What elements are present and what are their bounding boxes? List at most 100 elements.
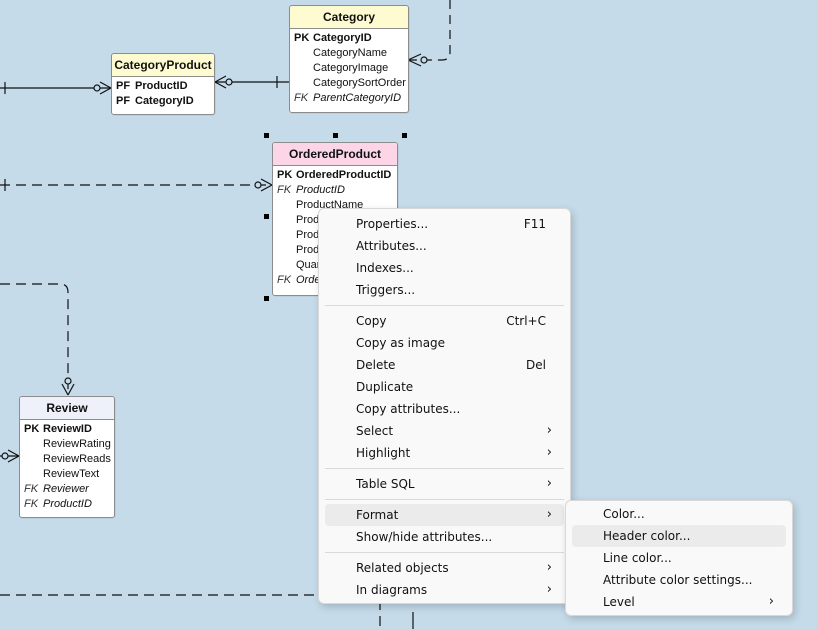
key-marker: FK	[277, 184, 292, 196]
submenu-item-line-color[interactable]: Line color...	[572, 547, 786, 569]
attribute-name: ReviewText	[43, 468, 100, 480]
menu-item-label: Show/hide attributes...	[356, 530, 493, 544]
attribute-row[interactable]: ReviewText	[20, 467, 114, 482]
attribute-row[interactable]: Prod	[273, 213, 397, 228]
selection-handle[interactable]	[333, 133, 338, 138]
attribute-name: ReviewRating	[43, 438, 111, 450]
menu-item-copy-as-image[interactable]: Copy as image	[325, 332, 564, 354]
menu-item-format[interactable]: Format›	[325, 504, 564, 526]
submenu-item-attribute-color-settings[interactable]: Attribute color settings...	[572, 569, 786, 591]
menu-item-show-hide-attributes[interactable]: Show/hide attributes...	[325, 526, 564, 548]
attribute-name: CategoryID	[135, 95, 194, 107]
key-marker: PK	[24, 423, 40, 435]
menu-item-table-sql[interactable]: Table SQL›	[325, 473, 564, 495]
attribute-row[interactable]: CategoryImage	[290, 61, 408, 76]
attribute-name: Orde	[296, 274, 321, 286]
menu-separator	[325, 499, 564, 500]
attribute-name: CategoryImage	[313, 62, 389, 74]
attribute-row[interactable]: ReviewRating	[20, 437, 114, 452]
menu-item-in-diagrams[interactable]: In diagrams ›	[325, 579, 564, 601]
selection-handle[interactable]	[264, 296, 269, 301]
attribute-name: Prod	[296, 229, 320, 241]
attribute-row[interactable]: FK Orde	[273, 273, 397, 288]
menu-item-label: Duplicate	[356, 380, 414, 394]
menu-separator	[325, 552, 564, 553]
key-marker: FK	[294, 92, 309, 104]
attribute-row[interactable]: PF CategoryID	[112, 94, 214, 109]
menu-item-label: Properties...	[356, 217, 429, 231]
key-marker: FK	[277, 274, 292, 286]
attribute-row[interactable]: CategorySortOrder	[290, 76, 408, 91]
menu-separator	[325, 305, 564, 306]
attribute-name: ProductID	[43, 498, 92, 510]
chevron-right-icon: ›	[768, 594, 774, 609]
menu-item-indexes[interactable]: Indexes...	[325, 257, 564, 279]
attribute-name: Reviewer	[43, 483, 89, 495]
attribute-name: CategoryID	[313, 32, 372, 44]
attribute-name: ReviewID	[43, 423, 92, 435]
key-marker: PF	[116, 95, 131, 107]
attribute-row[interactable]: CategoryName	[290, 46, 408, 61]
submenu-item-color[interactable]: Color...	[572, 503, 786, 525]
attribute-row[interactable]: Prod	[273, 243, 397, 258]
selection-handle[interactable]	[264, 133, 269, 138]
menu-item-label: Table SQL	[356, 477, 415, 491]
menu-item-label: Highlight	[356, 446, 411, 460]
menu-item-shortcut: F11	[523, 217, 546, 231]
menu-item-highlight[interactable]: Highlight ›	[325, 442, 564, 464]
menu-item-label: Header color...	[603, 529, 691, 543]
menu-item-properties[interactable]: Properties... F11	[325, 213, 564, 235]
menu-item-label: In diagrams	[356, 583, 428, 597]
entity-header: Review	[20, 397, 114, 420]
attribute-name: CategorySortOrder	[313, 77, 406, 89]
attribute-name: ReviewReads	[43, 453, 111, 465]
attribute-row[interactable]: ReviewReads	[20, 452, 114, 467]
menu-item-label: Level	[603, 595, 635, 609]
attribute-row[interactable]: Prod	[273, 228, 397, 243]
context-menu: Properties... F11 Attributes... Indexes..…	[318, 208, 571, 604]
menu-item-related-objects[interactable]: Related objects›	[325, 557, 564, 579]
chevron-right-icon: ›	[546, 582, 552, 597]
attribute-name: Prod	[296, 214, 320, 226]
menu-item-label: Triggers...	[356, 283, 416, 297]
menu-item-attributes[interactable]: Attributes...	[325, 235, 564, 257]
menu-item-select[interactable]: Select›	[325, 420, 564, 442]
attribute-row[interactable]: FK Reviewer	[20, 482, 114, 497]
menu-item-copy-attributes[interactable]: Copy attributes...	[325, 398, 564, 420]
attribute-row[interactable]: Quar	[273, 258, 397, 273]
attribute-name: Quar	[296, 259, 321, 271]
menu-item-copy[interactable]: Copy Ctrl+C	[325, 310, 564, 332]
menu-item-label: Attributes...	[356, 239, 427, 253]
menu-item-duplicate[interactable]: Duplicate	[325, 376, 564, 398]
key-marker: PK	[277, 169, 293, 181]
entity-header: Category	[290, 6, 408, 29]
menu-item-label: Copy	[356, 314, 387, 328]
submenu-item-level[interactable]: Level ›	[572, 591, 786, 613]
menu-item-shortcut: Ctrl+C	[506, 314, 546, 328]
submenu-item-header-color[interactable]: Header color...	[572, 525, 786, 547]
chevron-right-icon: ›	[546, 423, 552, 438]
menu-item-triggers[interactable]: Triggers...	[325, 279, 564, 301]
menu-item-shortcut: Del	[526, 358, 546, 372]
menu-item-label: Attribute color settings...	[603, 573, 753, 587]
selection-handle[interactable]	[264, 214, 269, 219]
format-submenu: Color... Header color... Line color... A…	[565, 500, 793, 616]
menu-item-label: Copy attributes...	[356, 402, 461, 416]
selection-handle[interactable]	[402, 133, 407, 138]
chevron-right-icon: ›	[546, 445, 552, 460]
menu-item-label: Line color...	[603, 551, 672, 565]
key-marker: FK	[24, 483, 39, 495]
